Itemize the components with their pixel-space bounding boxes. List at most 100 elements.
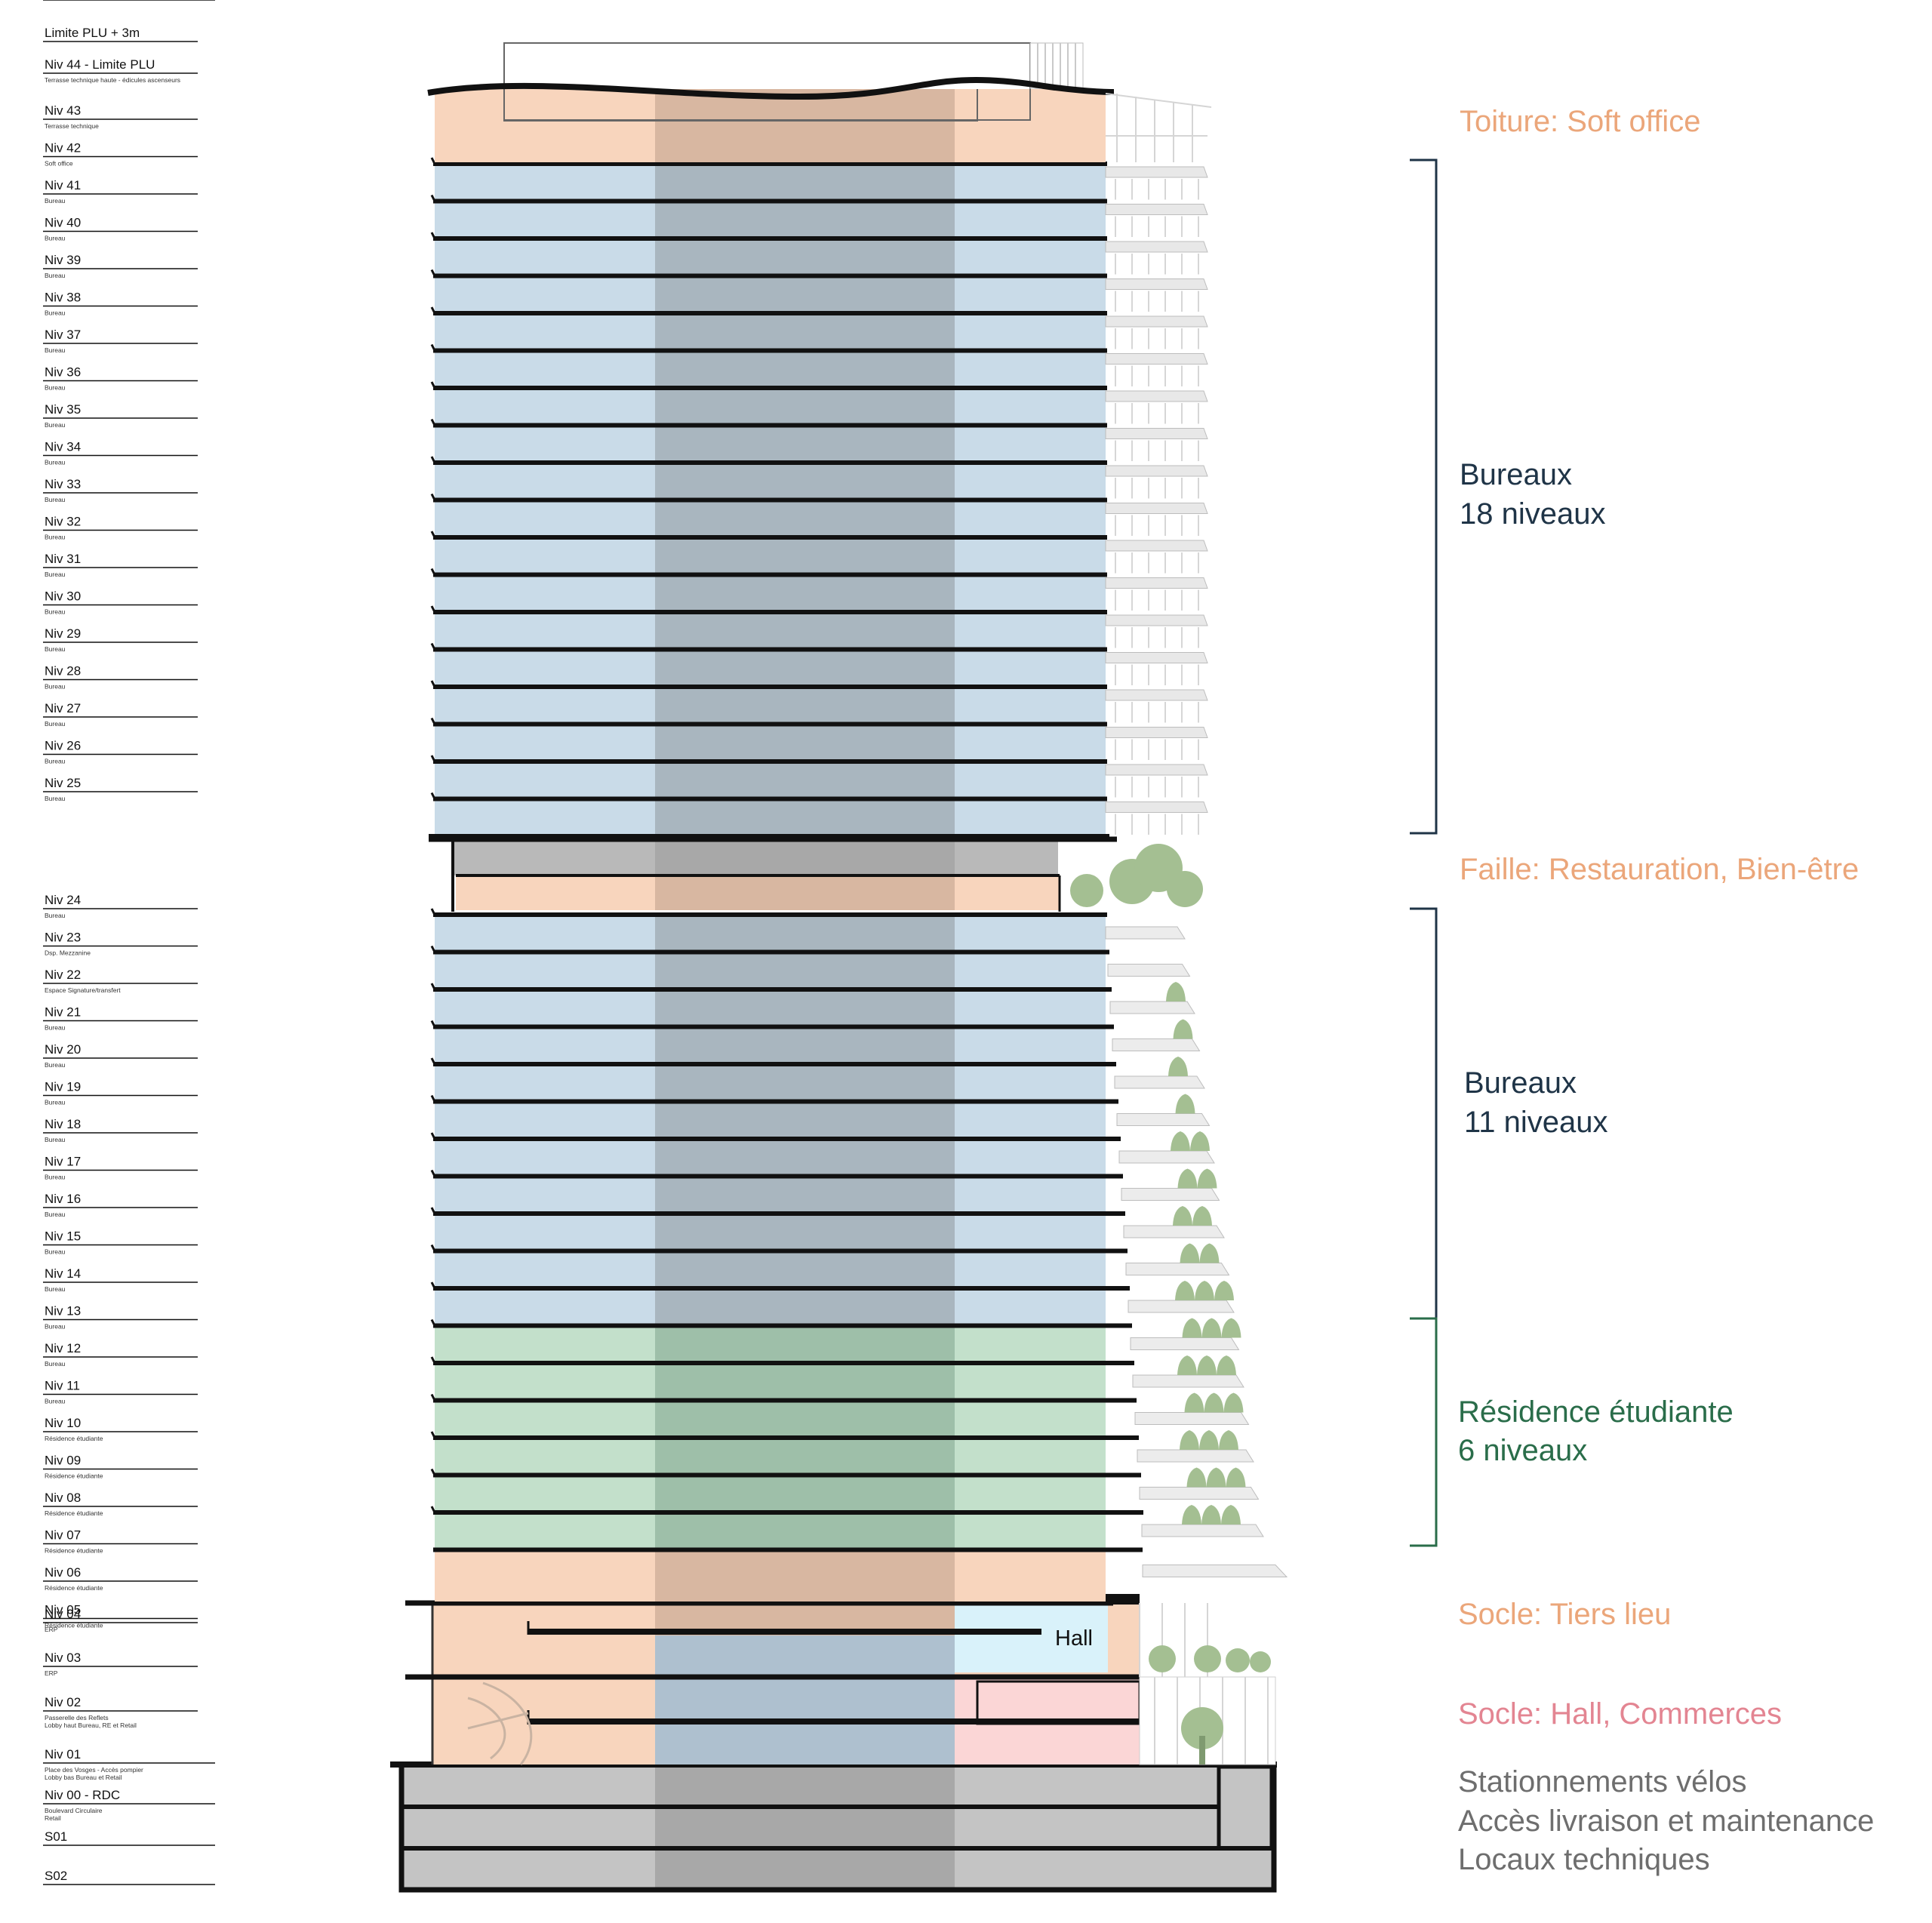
annotation-bureaux-18-line1: Bureaux [1460,458,1572,491]
balcony-lower [1123,1225,1225,1238]
level-sublabel: Bureau [45,1323,66,1331]
tree-ground-trunk [1199,1736,1205,1765]
balcony-upper [1105,503,1208,514]
mezzanine-niv01 [528,1718,1140,1725]
core-segment [655,423,955,461]
balcony-lower [1116,1113,1211,1126]
slab-edge-tick [430,945,436,953]
tree [1177,1355,1197,1375]
slab-edge-tick [430,157,436,165]
level-label: Niv 38 [45,291,81,305]
slab-edge-tick [430,1356,436,1364]
level-sublabel: Soft office [45,160,73,168]
balcony-lower [1118,1150,1215,1164]
level-label: Niv 25 [45,776,81,790]
core-segment [655,274,955,312]
core-segment [655,988,955,1026]
slab-edge-tick [430,493,436,501]
balcony-lower [1109,1001,1195,1014]
level-sublabel: Bureau [45,309,66,317]
level-sublabel: Terrasse technique [45,122,99,130]
level-sublabel-2: Retail [45,1814,61,1822]
annotations: Toiture: Soft office Bureaux 18 niveaux … [1055,105,1874,1876]
tree [1197,1168,1217,1189]
core-segment [655,1212,955,1250]
slab-edge-tick [430,908,436,915]
level-sublabel: Bureau [45,1061,66,1069]
level-sublabel: Bureau [45,720,66,728]
level-sublabel: Place des Vosges - Accès pompier [45,1766,143,1774]
core-segment [655,1548,955,1601]
brackets [1410,158,1438,1547]
core-segment [655,573,955,611]
tree [1199,1243,1220,1263]
core-segment [655,237,955,275]
level-label: Niv 17 [45,1155,81,1169]
tree [1186,1467,1207,1488]
basement [390,1761,1277,1893]
core-segment [655,1063,955,1100]
balcony-upper [1105,166,1208,178]
tree [1223,1392,1244,1413]
core-segment [655,1249,955,1287]
level-sublabel: Bureau [45,1360,66,1368]
level-sublabel: Bureau [45,1248,66,1256]
tree [1184,1392,1204,1413]
balcony-upper [1105,577,1208,589]
level-sublabel: Bureau [45,1136,66,1143]
hall-zone [955,1601,1108,1672]
level-sublabel: ERP [45,1626,58,1633]
level-label: Niv 20 [45,1042,81,1057]
level-sublabel: Bureau [45,459,66,466]
tree [1177,1168,1198,1189]
tree [1221,1505,1241,1525]
slab-edge-tick [430,717,436,725]
tree [1221,1318,1241,1338]
tree [1192,1206,1212,1226]
basement-ramp-block [1217,1765,1274,1851]
balcony-upper [1105,652,1208,663]
core-segment [655,1324,955,1361]
faille-mezzanine-core [655,839,955,875]
level-sublabel: Bureau [45,496,66,503]
tree-faille [1070,874,1103,907]
core-segment [655,498,955,536]
balcony-lower [1107,964,1191,977]
core-segment [655,685,955,723]
level-label: Niv 39 [45,253,81,267]
core-segment [655,1287,955,1325]
core-segment [655,536,955,574]
level-label: Niv 00 - RDC [45,1788,120,1802]
balcony-upper [1105,802,1208,813]
hall-label: Hall [1055,1626,1093,1651]
level-label: Niv 06 [45,1565,81,1580]
tree [1182,1318,1202,1338]
level-sublabel: Bureau [45,384,66,392]
tree [1166,982,1186,1001]
balcony-upper [1105,540,1208,552]
slab-edge-tick [430,1132,436,1140]
tower-floors [429,157,1143,1601]
level-sublabel: Bureau [45,645,66,653]
level-label: Niv 31 [45,552,81,566]
faille-restaurant-core [655,875,955,910]
balcony-lower [1137,1449,1254,1463]
tree [1195,1281,1214,1300]
level-sublabel: Résidence étudiante [45,1584,103,1592]
core-segment [655,1137,955,1175]
core-segment [655,349,955,386]
annotation-basement-line3: Locaux techniques [1458,1843,1710,1876]
slab-edge-tick [430,418,436,426]
slab-edge-tick [430,1207,436,1214]
mezzanine-niv03 [528,1629,1041,1635]
slab-edge-tick [430,680,436,688]
trees [1070,844,1271,1765]
level-sublabel: Espace Signature/transfert [45,986,121,994]
faille [429,836,1117,912]
level-label: Niv 27 [45,701,81,715]
level-sublabel: Résidence étudiante [45,1509,103,1517]
tree-ground [1181,1707,1223,1749]
annotation-bureaux-11-line1: Bureaux [1464,1066,1577,1100]
tree [1201,1505,1221,1525]
